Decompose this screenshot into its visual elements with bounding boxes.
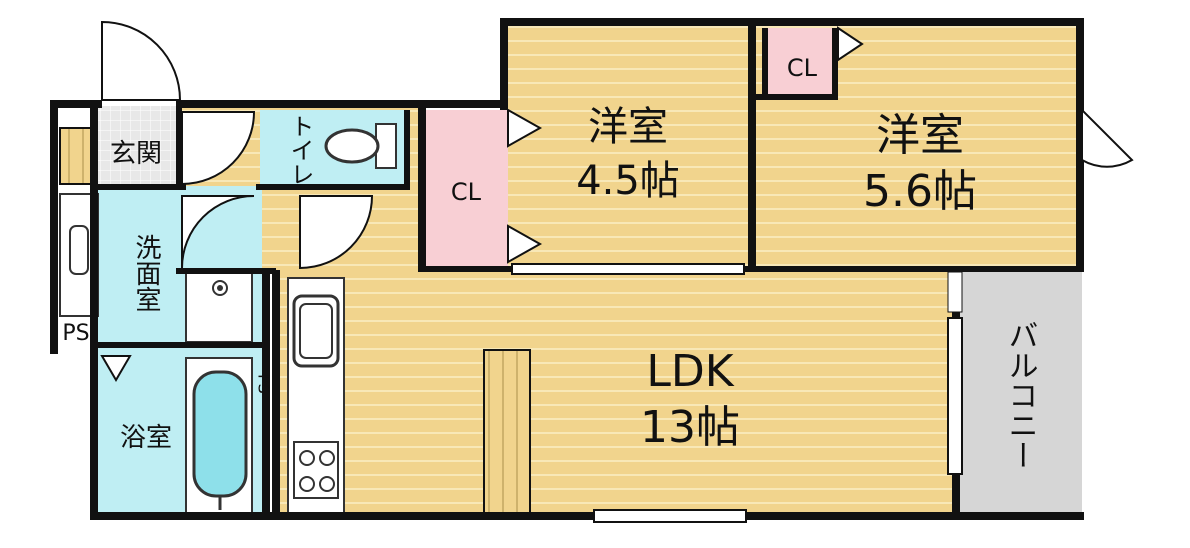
window-ldk xyxy=(593,509,747,523)
room-name-closet-b: CL xyxy=(787,54,818,82)
bathtub-icon xyxy=(185,357,253,515)
walls xyxy=(50,18,1084,520)
kitchen-sink-icon xyxy=(292,294,340,368)
room-name-ldk: LDK xyxy=(646,346,734,397)
floor-entrance xyxy=(96,106,176,186)
toilet-icon xyxy=(324,123,397,169)
room-name-toilet: トイレ xyxy=(286,114,314,186)
washer-pan-icon xyxy=(185,271,253,343)
room-name-closet-a: CL xyxy=(451,178,482,206)
room-name-bath: 浴室 xyxy=(120,423,172,453)
room-size-western-a: 4.5帖 xyxy=(576,158,680,204)
window-balcony xyxy=(947,317,963,475)
room-name-western-a: 洋室 xyxy=(588,104,668,150)
sliding-door-western-a xyxy=(511,263,745,275)
stove-icon xyxy=(293,441,339,499)
closet-b-area xyxy=(768,28,836,100)
room-name-entrance: 玄関 xyxy=(110,139,162,169)
stair xyxy=(483,349,531,516)
room-name-ps-left: PS xyxy=(62,321,89,346)
room-name-western-b: 洋室 xyxy=(876,110,964,161)
floor-ldk xyxy=(272,270,956,516)
room-size-ldk: 13帖 xyxy=(640,402,740,453)
balcony-area xyxy=(958,272,1082,518)
doors xyxy=(100,20,1134,382)
room-size-western-b: 5.6帖 xyxy=(863,166,977,217)
room-name-balcony: バルコニー xyxy=(1003,320,1038,470)
closet-a-area xyxy=(425,110,508,270)
room-name-ps-mid: PS xyxy=(255,374,274,394)
floor-western-a xyxy=(508,25,752,270)
room-name-washroom: 洗面室 xyxy=(131,234,161,312)
